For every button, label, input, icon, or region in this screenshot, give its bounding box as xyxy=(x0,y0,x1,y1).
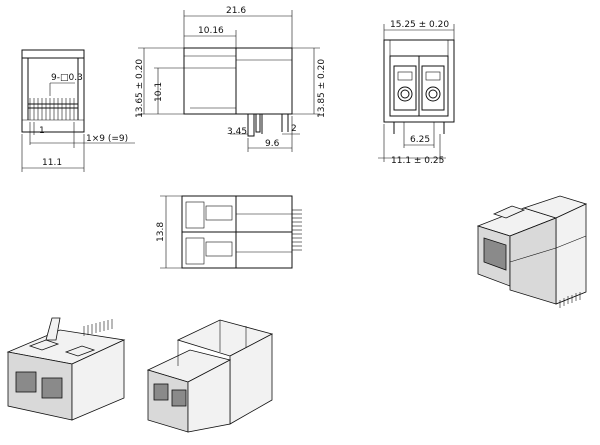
side-height3-label: 13.85 ± 0.20 xyxy=(317,59,327,118)
side-post-label: 3.45 xyxy=(227,127,247,137)
side-inner-label: 10.16 xyxy=(198,26,224,36)
side-view: 21.6 10.16 13.65 ± 0.20 10.1 13.85 ± 0.2… xyxy=(135,6,327,152)
rear-view: 15.25 ± 0.20 6.25 11.1 ± 0.25 xyxy=(378,20,455,166)
side-tail2-label: 9.6 xyxy=(265,139,280,149)
iso-view-right xyxy=(476,195,588,308)
side-tail-label: 2 xyxy=(291,124,297,134)
top-height-label: 13.8 xyxy=(156,222,166,242)
rear-bottom-label: 11.1 ± 0.25 xyxy=(391,156,444,166)
side-depth-label: 21.6 xyxy=(226,6,246,16)
front-width-label: 11.1 xyxy=(42,158,62,168)
front-pin-span-label: 1×9 (=9) xyxy=(86,134,128,144)
iso-view-center xyxy=(146,319,274,433)
side-height1-label: 13.65 ± 0.20 xyxy=(135,59,145,118)
top-view: 13.8 xyxy=(156,195,302,269)
side-height2-label: 10.1 xyxy=(154,82,164,102)
rear-width-label: 15.25 ± 0.20 xyxy=(390,20,449,30)
iso-view-left xyxy=(6,317,126,421)
rear-pin-spacing-label: 6.25 xyxy=(410,135,430,145)
front-view: 9-□0.3 1 1×9 (=9) 11.1 xyxy=(21,49,135,172)
front-pitch-label: 9-□0.3 xyxy=(51,73,83,83)
front-pin-width-label: 1 xyxy=(39,126,45,136)
